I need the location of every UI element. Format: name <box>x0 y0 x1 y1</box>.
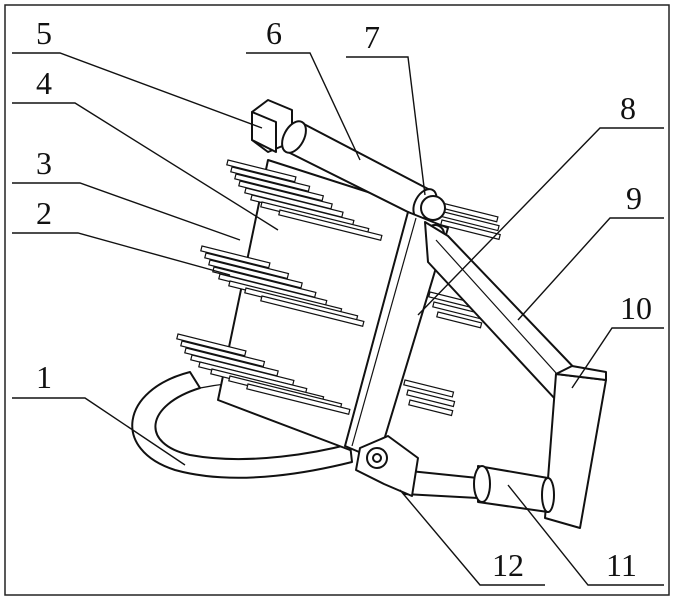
leader-10 <box>571 327 664 389</box>
label-4: 4 <box>36 65 52 101</box>
leader-7 <box>346 56 426 196</box>
label-9: 9 <box>626 180 642 216</box>
leader-9 <box>517 217 664 321</box>
part-10-bracket <box>544 365 607 529</box>
label-2: 2 <box>36 195 52 231</box>
tines-lower-row <box>176 333 456 417</box>
leader-6 <box>246 52 361 161</box>
label-12: 12 <box>492 547 524 583</box>
leader-3 <box>12 182 241 241</box>
leader-2 <box>12 232 231 276</box>
label-6: 6 <box>266 15 282 51</box>
label-10: 10 <box>620 290 652 326</box>
part-12-lower-pivot <box>355 435 419 497</box>
part-11-actuator <box>399 465 555 513</box>
leader-12 <box>399 489 545 586</box>
leader-lines <box>12 52 664 586</box>
label-7: 7 <box>364 19 380 55</box>
leader-4 <box>12 102 279 231</box>
tines-middle-row <box>200 245 485 329</box>
label-11: 11 <box>606 547 637 583</box>
label-1: 1 <box>36 359 52 395</box>
leader-8 <box>417 127 664 316</box>
number-labels: 1 2 3 4 5 6 7 8 9 10 11 12 <box>36 15 652 583</box>
label-5: 5 <box>36 15 52 51</box>
label-3: 3 <box>36 145 52 181</box>
leader-1 <box>12 397 186 466</box>
leader-11 <box>507 484 664 586</box>
tines-upper-row <box>226 159 501 241</box>
label-8: 8 <box>620 90 636 126</box>
leader-5 <box>12 52 263 129</box>
diagram-border <box>4 4 670 596</box>
